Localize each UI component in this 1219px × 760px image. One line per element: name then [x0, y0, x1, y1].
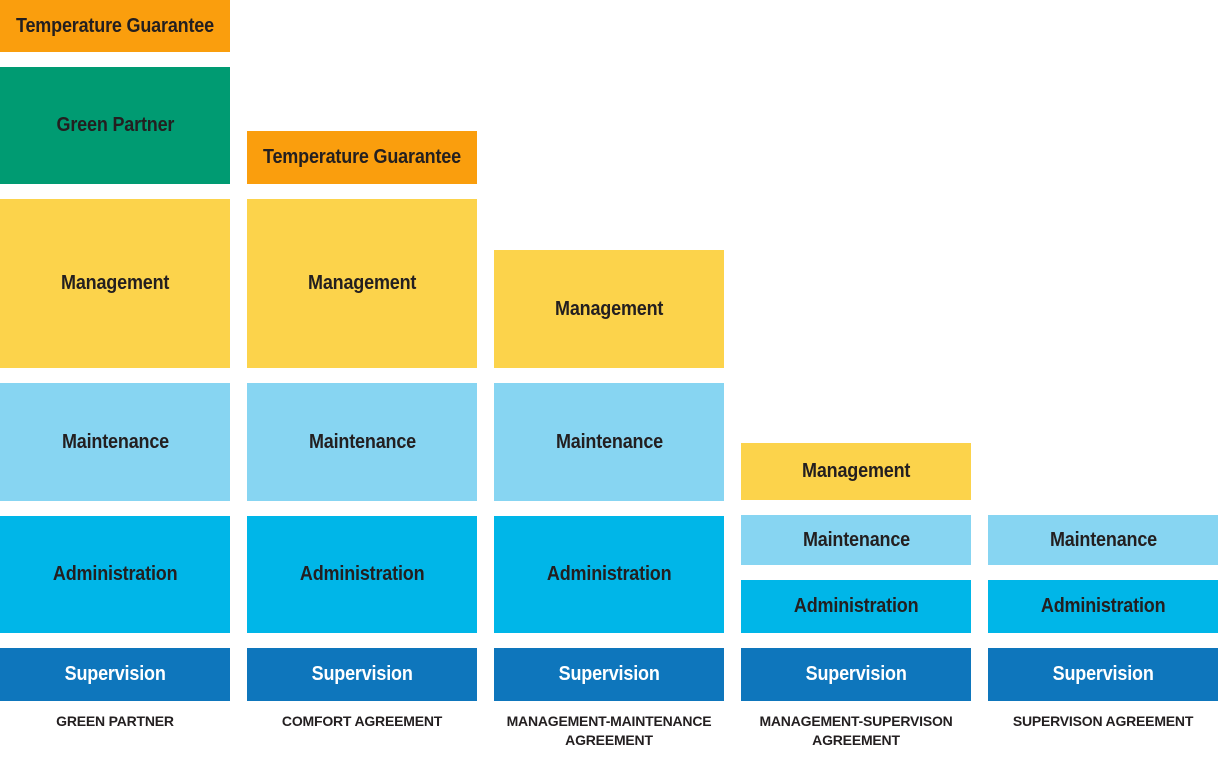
- block-label: Green Partner: [56, 114, 174, 136]
- block-label: Administration: [793, 595, 919, 617]
- block-label: Administration: [52, 563, 178, 585]
- block-label: Administration: [299, 563, 425, 585]
- block-supervision: Supervision: [494, 648, 724, 701]
- block-label: Administration: [546, 563, 672, 585]
- column-caption: COMFORT AGREEMENT: [281, 713, 443, 729]
- block-administration: Administration: [494, 516, 724, 633]
- block-supervision: Supervision: [741, 648, 971, 701]
- column-caption: MANAGEMENT-MAINTENANCE AGREEMENT: [506, 713, 712, 748]
- column-management-maintenance-agreement: Supervision Administration Maintenance Mana…: [494, 0, 724, 760]
- block-maintenance: Maintenance: [247, 383, 477, 501]
- block-label: Management: [307, 272, 417, 294]
- block-maintenance: Maintenance: [741, 515, 971, 565]
- block-label: Maintenance: [61, 430, 169, 453]
- block-label: Temperature Guarantee: [16, 14, 214, 37]
- block-label: Management: [60, 272, 170, 294]
- block-label: Maintenance: [802, 528, 910, 551]
- block-administration: Administration: [741, 580, 971, 633]
- block-label: Supervision: [1052, 663, 1154, 685]
- block-label: Management: [801, 460, 911, 482]
- block-label: Supervision: [805, 663, 907, 685]
- block-label: Supervision: [558, 663, 660, 685]
- column-caption: MANAGEMENT-SUPERVISON AGREEMENT: [759, 713, 953, 748]
- block-label: Management: [554, 297, 664, 320]
- block-label: Maintenance: [308, 430, 416, 453]
- block-label: Supervision: [311, 663, 413, 685]
- block-temperature-guarantee: Temperature Guarantee: [0, 0, 230, 52]
- column-management-supervison-agreement: Supervision Administration Maintenance Mana…: [741, 0, 971, 760]
- block-label: Maintenance: [1049, 528, 1157, 551]
- column-green-partner: Supervision Administration Maintenance Mana…: [0, 0, 230, 760]
- block-label: Maintenance: [555, 430, 663, 453]
- block-temperature-guarantee: Temperature Guarantee: [247, 131, 477, 184]
- block-supervision: Supervision: [988, 648, 1218, 701]
- block-administration: Administration: [247, 516, 477, 633]
- block-label: Supervision: [64, 663, 166, 685]
- column-caption: SUPERVISON AGREEMENT: [1012, 713, 1194, 729]
- block-management: Management: [0, 199, 230, 368]
- block-label: Temperature Guarantee: [263, 146, 461, 168]
- block-green-partner: Green Partner: [0, 67, 230, 184]
- column-comfort-agreement: Supervision Administration Maintenance Mana…: [247, 0, 477, 760]
- block-management: Management: [494, 250, 724, 368]
- block-supervision: Supervision: [0, 648, 230, 701]
- column-caption: GREEN PARTNER: [56, 713, 174, 729]
- block-administration: Administration: [0, 516, 230, 633]
- block-management: Management: [741, 443, 971, 500]
- block-management: Management: [247, 199, 477, 368]
- block-administration: Administration: [988, 580, 1218, 633]
- block-maintenance: Maintenance: [988, 515, 1218, 565]
- block-maintenance: Maintenance: [494, 383, 724, 501]
- block-maintenance: Maintenance: [0, 383, 230, 501]
- block-label: Administration: [1040, 595, 1166, 617]
- block-supervision: Supervision: [247, 648, 477, 701]
